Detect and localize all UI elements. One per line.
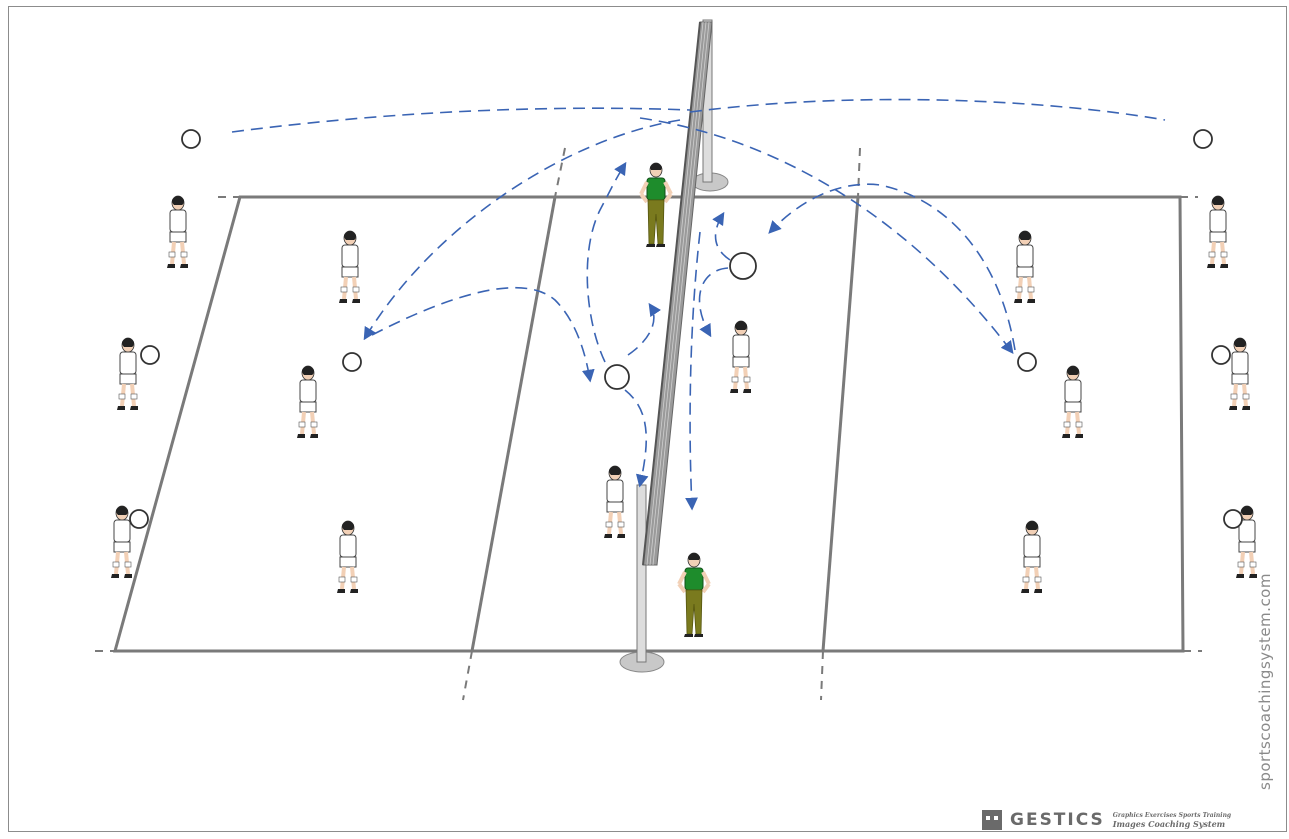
trajectory-setter-cross [624,389,649,488]
attack-line-right [821,196,860,652]
balls [129,129,1243,529]
brand-tagline-line-2: Images Coaching System [1112,819,1226,829]
coach-figure-icon [677,551,711,639]
trajectory-serve-left [231,107,691,133]
player-figure-icon [1019,519,1044,595]
player-figure-icon [728,319,753,395]
volleyball-icon [342,352,362,372]
player-figure-icon [1060,364,1085,440]
net-icon [619,19,729,673]
attack-line-left [470,196,557,652]
trajectory-setter-to-coach [586,161,627,363]
volleyball-icon [181,129,201,149]
player-figure-icon [335,519,360,595]
diagram-frame [8,6,1287,832]
volleyball-icon [604,364,630,390]
volleyball-icon [1193,129,1213,149]
volleyball-icon [729,252,757,280]
net-mesh [642,21,713,566]
player-figure-icon [115,336,140,412]
volleyball-icon [129,509,149,529]
player-figure-icon [602,464,627,540]
volleyball-icon [1211,345,1231,365]
player-figure-icon [165,194,190,270]
brand-tagline: Graphics Exercises Sports Training Image… [1113,811,1231,829]
coach-figure-icon [639,161,673,249]
trajectory-setter-to-net [627,302,661,356]
ball-trajectories [231,98,1166,511]
player-figure-icon [109,504,134,580]
player-figure-icon [1205,194,1230,270]
player-figure-icon [295,364,320,440]
brand-name: GESTICS [1010,810,1105,830]
net-post-bottom [636,484,647,663]
trajectory-left-to-passer [363,119,681,341]
player-figure-icon [1227,336,1252,412]
volleyball-icon [1017,352,1037,372]
brand-logo: GESTICS Graphics Exercises Sports Traini… [982,808,1231,832]
watermark-text: sportscoachingsystem.com [1256,573,1274,790]
trajectory-right-pass-up [768,183,1016,351]
player-figure-icon [1012,229,1037,305]
volleyball-icon [1223,509,1243,529]
trajectory-right-setter-down [685,231,701,511]
court-extensions [95,147,1202,701]
trajectory-right-setter-net [698,267,729,338]
brand-tagline-line-1: Graphics Exercises Sports Training [1112,812,1232,819]
volleyball-icon [140,345,160,365]
trajectory-right-setter-up [712,211,731,261]
trajectory-pass-to-setter [371,286,595,383]
trajectory-right-to-passer [639,117,1014,355]
trajectory-serve-right [689,98,1166,121]
gestics-logo-icon [982,810,1002,830]
player-figure-icon [337,229,362,305]
